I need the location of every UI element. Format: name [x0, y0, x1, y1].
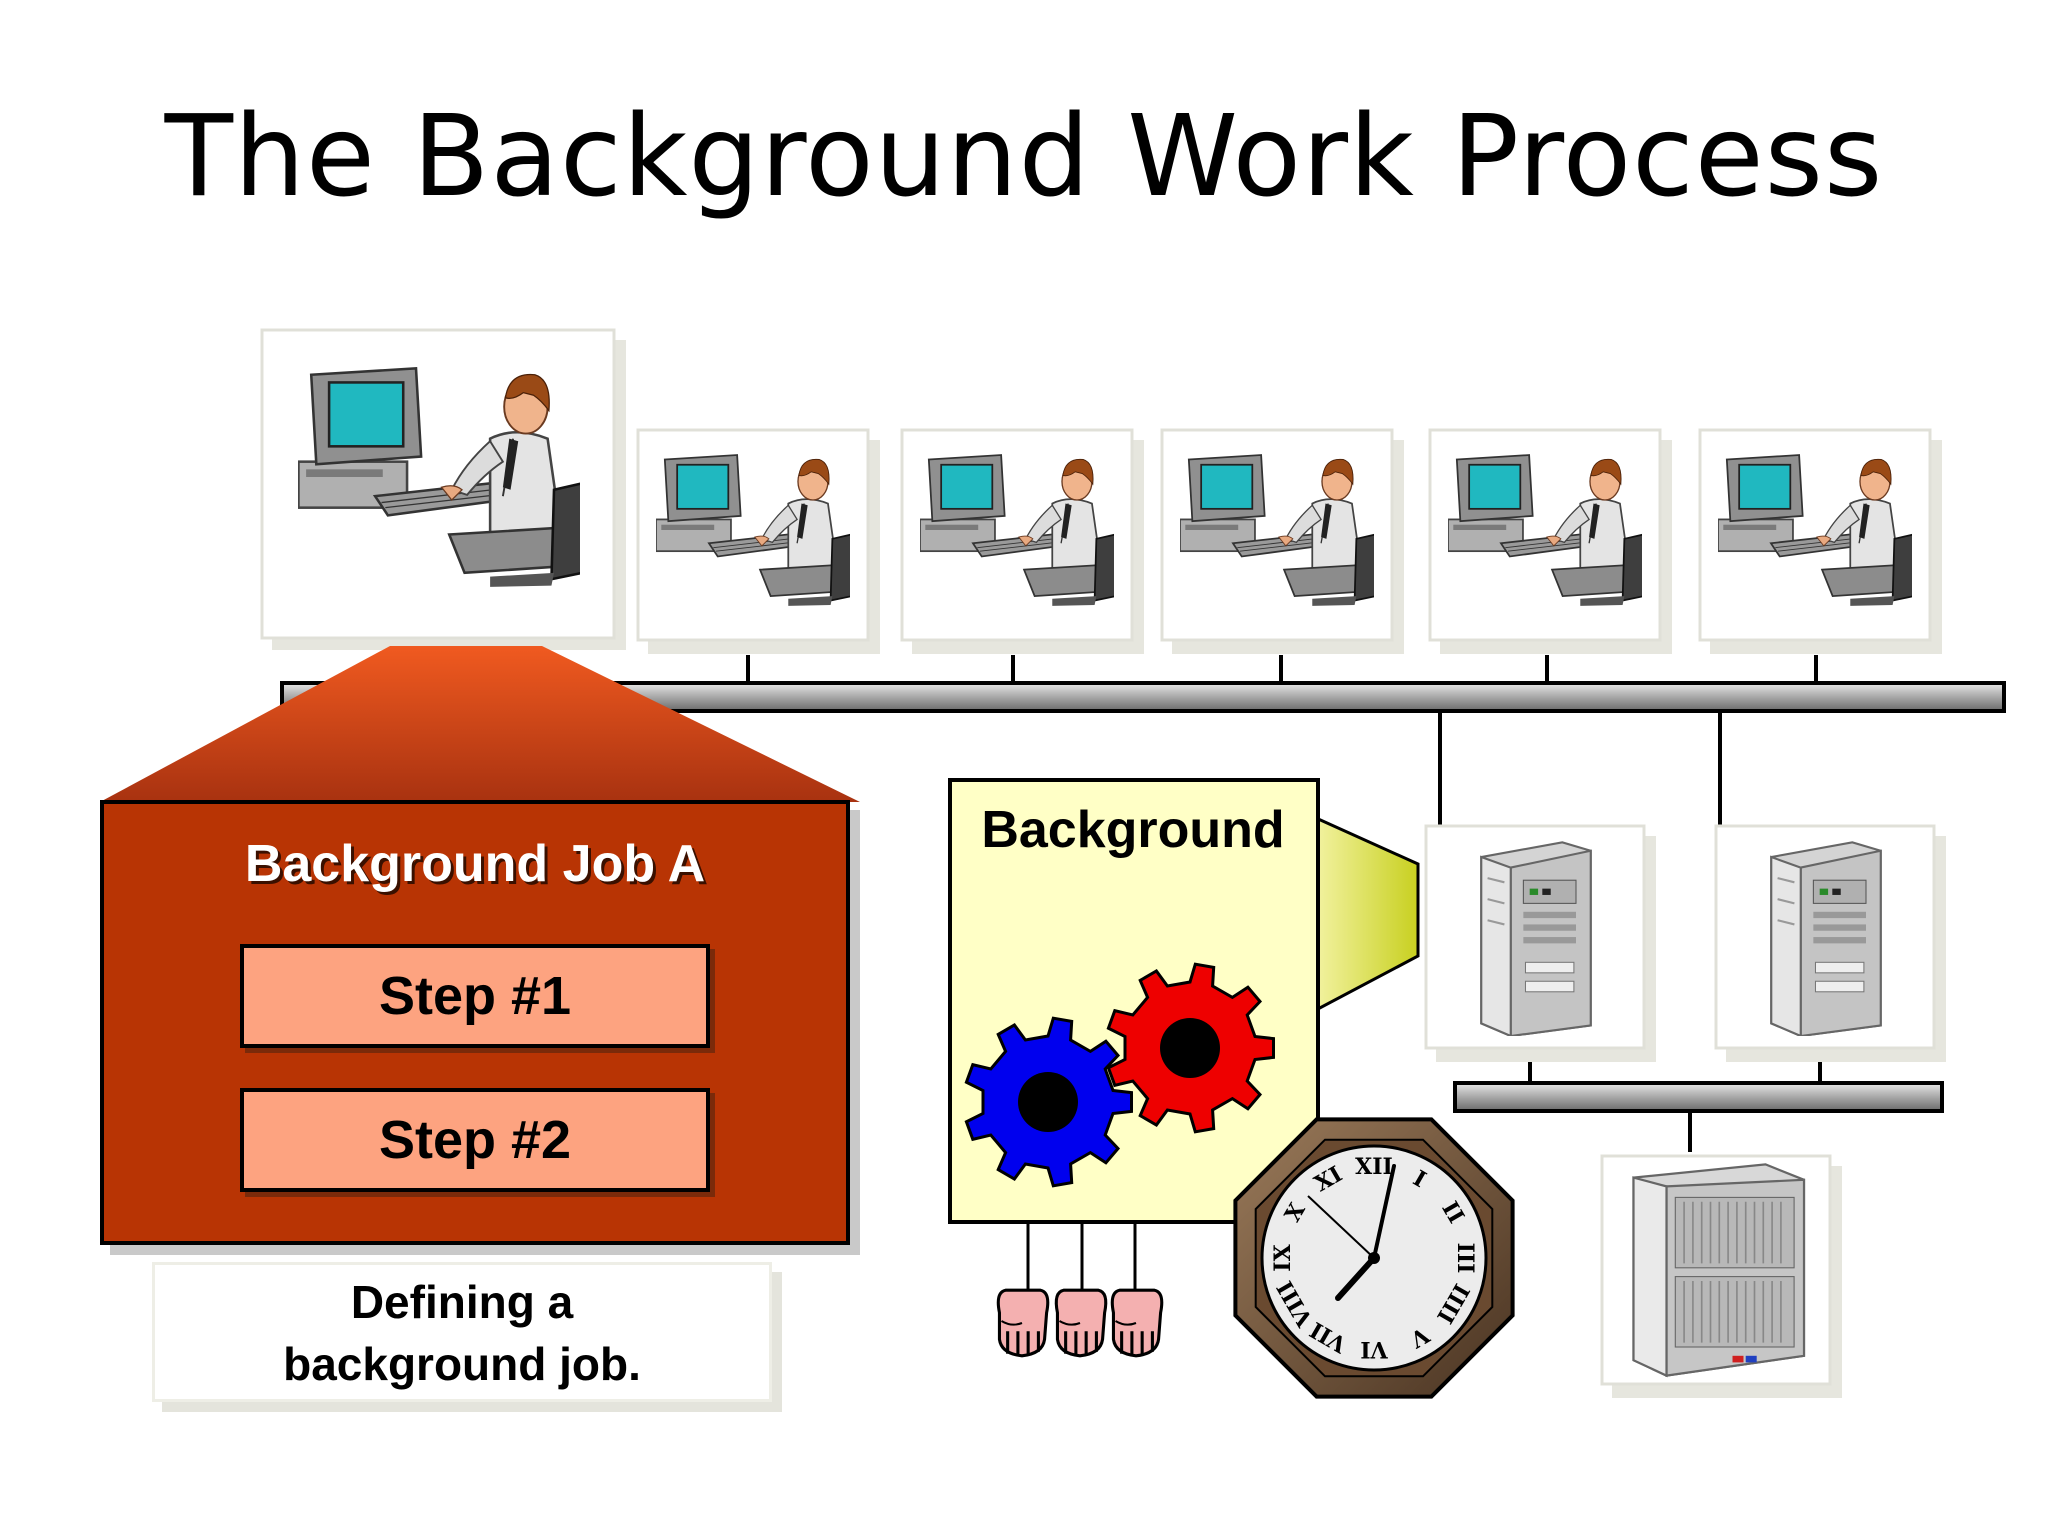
- gear-icon: [964, 1016, 1133, 1188]
- tower-server-icon: [1770, 841, 1882, 1036]
- gear-icon: [1106, 962, 1275, 1134]
- background-process-label: Background: [981, 801, 1285, 859]
- database-server: [1600, 1154, 1842, 1398]
- caption-box: Defining a background job.: [152, 1262, 772, 1402]
- hand-icon: [996, 1288, 1050, 1358]
- clock-numeral: IX: [1270, 1243, 1296, 1271]
- caption-line-1: Defining a: [350, 1276, 574, 1328]
- job-title: Background Job A: [244, 835, 706, 893]
- workstation-main: [260, 328, 626, 650]
- process-beam: [1314, 815, 1420, 1013]
- clock-numeral: XII: [1355, 1154, 1393, 1180]
- hand-icon: [1110, 1288, 1164, 1358]
- hand-icon: [1054, 1288, 1108, 1358]
- app-server-2: [1714, 824, 1946, 1062]
- workstation-3: [900, 428, 1144, 654]
- job-step-2: Step #2: [240, 1088, 710, 1192]
- clock-numeral: VI: [1360, 1336, 1388, 1362]
- network-bus-servers: [1453, 1081, 1944, 1113]
- workstation-6: [1698, 428, 1942, 654]
- workstation-4: [1160, 428, 1404, 654]
- process-strings: [1026, 1222, 1137, 1290]
- job-panel-roof: [100, 646, 860, 802]
- database-server-icon: [1632, 1163, 1806, 1377]
- caption-line-2: background job.: [283, 1338, 641, 1390]
- job-step-1: Step #1: [240, 944, 710, 1048]
- clock-numeral: III: [1452, 1243, 1478, 1274]
- page-title: The Background Work Process: [164, 92, 1884, 222]
- tower-server-icon: [1480, 841, 1592, 1036]
- app-server-1: [1424, 824, 1656, 1062]
- background-job-panel: Background Job A Step #1 Step #2: [100, 800, 850, 1245]
- workstation-5: [1428, 428, 1672, 654]
- workstation-2: [636, 428, 880, 654]
